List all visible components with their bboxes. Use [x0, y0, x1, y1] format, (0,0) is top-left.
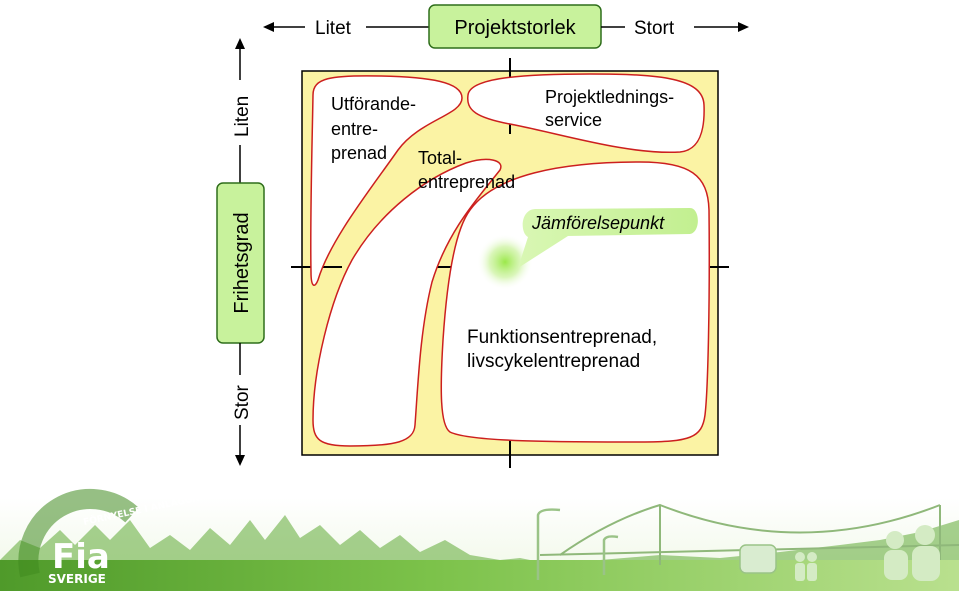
logo-sub-text: SVERIGE	[48, 572, 106, 586]
label-projektledning-2: service	[545, 110, 602, 130]
label-utforande-3: prenad	[331, 143, 387, 163]
logo-main-text: Fia	[52, 537, 110, 577]
axis-top-label: Liten	[232, 96, 253, 137]
vertical-axis: Liten Frihetsgrad Stor	[216, 38, 265, 466]
label-total-2: entreprenad	[418, 172, 515, 192]
label-funktion-2: livscykelentreprenad	[467, 351, 640, 372]
label-projektledning-1: Projektlednings-	[545, 87, 674, 107]
arrow-left-icon	[263, 22, 274, 32]
arrow-down-icon	[235, 455, 245, 466]
axis-left-label: Litet	[315, 18, 352, 39]
street-lamp-icon	[536, 508, 619, 580]
horizontal-axis-title: Projektstorlek	[454, 17, 576, 39]
label-utforande-2: entre-	[331, 119, 378, 139]
people-icon	[795, 525, 940, 581]
axis-bottom-label: Stor	[232, 384, 253, 420]
arrow-right-icon	[738, 22, 749, 32]
region-utforandeentreprenad	[309, 75, 463, 286]
horizontal-axis: Litet Projektstorlek Stort	[263, 4, 749, 49]
region-totalentreprenad	[312, 158, 502, 447]
comparison-point-label: Jämförelsepunkt	[531, 213, 665, 233]
arrow-up-icon	[235, 38, 245, 49]
footer-banner: FÖRNYELSE I ANLÄGGNINGSBRANSCHEN Fia SVE…	[0, 474, 959, 591]
region-funktionsentreprenad	[440, 161, 711, 443]
comparison-point-glow	[477, 234, 533, 290]
label-funktion-1: Funktionsentreprenad,	[467, 327, 657, 348]
vertical-axis-title: Frihetsgrad	[231, 212, 253, 313]
comparison-point-callout	[518, 208, 698, 268]
axis-right-label: Stort	[634, 18, 675, 39]
label-total-1: Total-	[418, 148, 462, 168]
region-projektledningsservice	[467, 73, 705, 154]
region-labels: Utförande- entre- prenad Total- entrepre…	[331, 87, 674, 372]
label-utforande-1: Utförande-	[331, 94, 416, 114]
train-icon	[739, 544, 777, 574]
